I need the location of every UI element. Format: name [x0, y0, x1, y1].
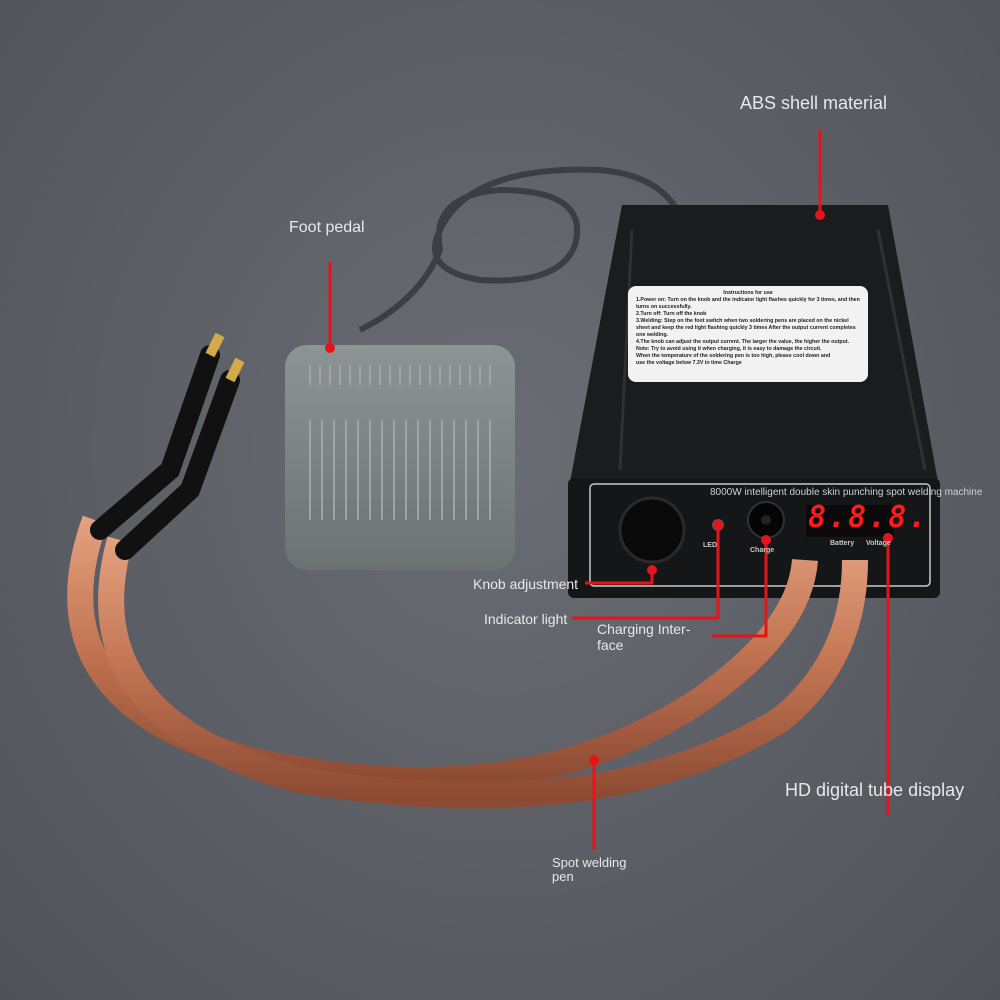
led-label: LED [703, 542, 717, 549]
callout-foot-pedal: Foot pedal [289, 219, 365, 236]
welding-pen [90, 345, 220, 540]
instruction-line: use the voltage below 7.3V in time Charg… [636, 360, 742, 366]
pedal-cable [358, 166, 683, 333]
instruction-label: Instructions for use 1.Power on: Turn on… [628, 286, 868, 382]
digital-display [806, 505, 894, 537]
callout-indicator: Indicator light [484, 611, 568, 627]
callout-knob: Knob adjustment [473, 576, 579, 592]
instruction-line: 2.Turn off: Turn off the knob [636, 311, 707, 317]
welding-pen [115, 370, 240, 560]
callout-display: HD digital tube display [785, 780, 965, 800]
foot-pedal[interactable] [285, 345, 515, 570]
voltage-label: Voltage [866, 540, 891, 547]
instructions-title: Instructions for use [723, 290, 773, 296]
callout-dots [325, 210, 893, 765]
instruction-line: Note: Try to avoid using it when chargin… [636, 346, 822, 352]
display-readout: 8.8.8. [808, 500, 929, 535]
copper-cable [67, 515, 818, 793]
knob[interactable] [618, 496, 686, 564]
callout-charging: Charging Inter- face [597, 621, 691, 653]
callout-pen: Spot welding pen [552, 855, 627, 884]
copper-cable [98, 536, 868, 809]
battery-label: Battery [830, 540, 855, 547]
instruction-line: 3.Welding: Step on the foot switch when … [636, 318, 856, 338]
charge-label: Charge [750, 547, 775, 554]
instruction-line: 4.The knob can adjust the output current… [636, 339, 850, 345]
instruction-line: When the temperature of the soldering pe… [636, 353, 831, 359]
callout-abs-shell: ABS shell material [740, 93, 888, 113]
instruction-line: 1.Power on: Turn on the knob and the ind… [636, 297, 860, 310]
machine-title-overlay: 8000W intelligent double skin punching s… [710, 487, 983, 498]
